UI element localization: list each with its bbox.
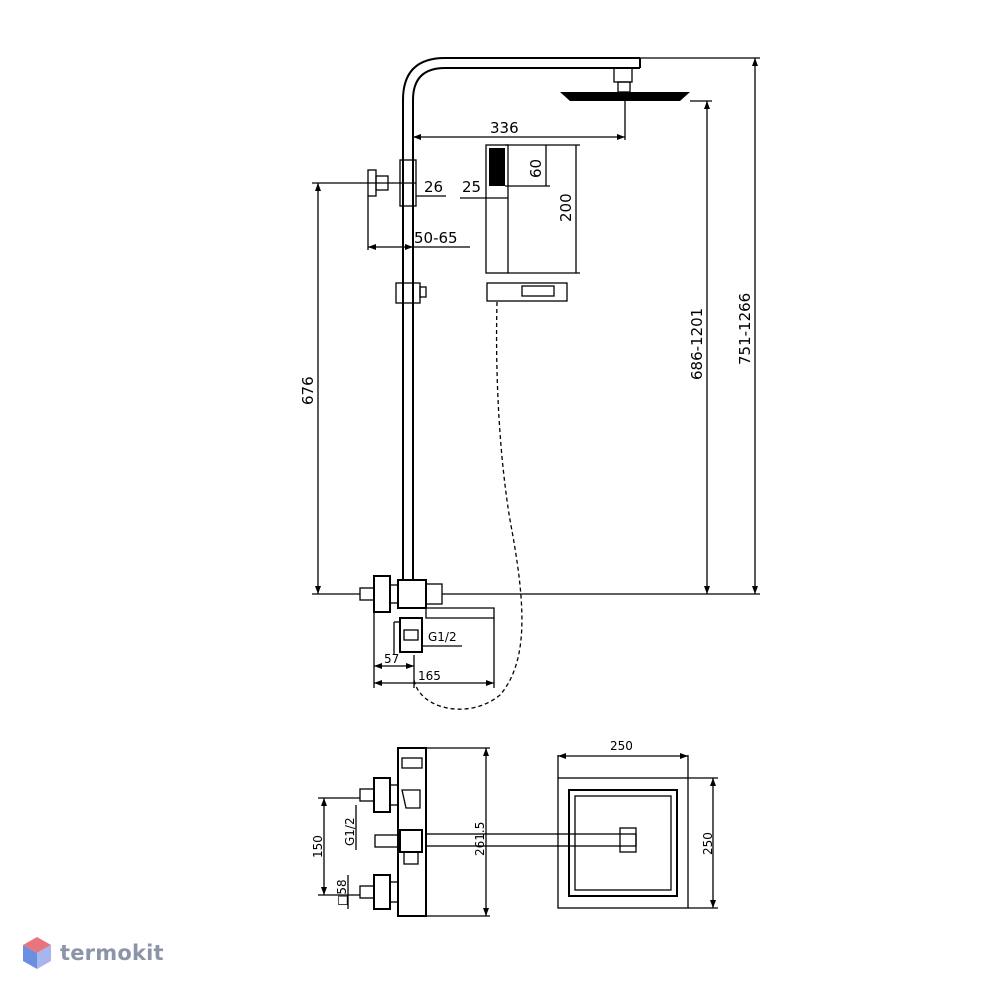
svg-text:250: 250 (701, 832, 715, 855)
svg-text:686-1201: 686-1201 (688, 308, 706, 380)
rail-clamp (395, 282, 421, 304)
svg-text:25: 25 (462, 178, 481, 196)
arm-top-view (425, 833, 637, 847)
rainhead-top-view (557, 777, 689, 909)
handshower (485, 144, 509, 274)
brand-logo: termokit (22, 936, 164, 970)
rainhead (560, 92, 690, 101)
svg-text:G1/2: G1/2 (343, 817, 357, 846)
hexagon-logo-icon (23, 937, 51, 969)
hose (413, 301, 523, 710)
front-view: 336 60 200 25 26 50-65 676 686-1 (299, 57, 760, 710)
svg-text:□58: □58 (335, 879, 349, 906)
spout (425, 607, 495, 619)
top-view: 250 250 261.5 150 G1/2 □58 (311, 739, 718, 917)
brand-name: termokit (60, 941, 164, 965)
rainhead-connector (613, 67, 633, 83)
svg-text:26: 26 (424, 178, 443, 196)
mixer-body (397, 579, 427, 609)
svg-text:165: 165 (418, 669, 441, 683)
svg-text:336: 336 (490, 119, 519, 137)
svg-text:200: 200 (557, 193, 575, 222)
svg-text:60: 60 (527, 159, 545, 178)
riser-top-view (397, 747, 427, 917)
svg-text:50-65: 50-65 (414, 229, 458, 247)
svg-text:676: 676 (299, 376, 317, 405)
svg-text:150: 150 (311, 835, 325, 858)
svg-text:57: 57 (384, 652, 399, 666)
svg-text:G1/2: G1/2 (428, 630, 457, 644)
svg-text:751-1266: 751-1266 (736, 293, 754, 365)
svg-text:261.5: 261.5 (473, 822, 487, 856)
svg-text:250: 250 (610, 739, 633, 753)
